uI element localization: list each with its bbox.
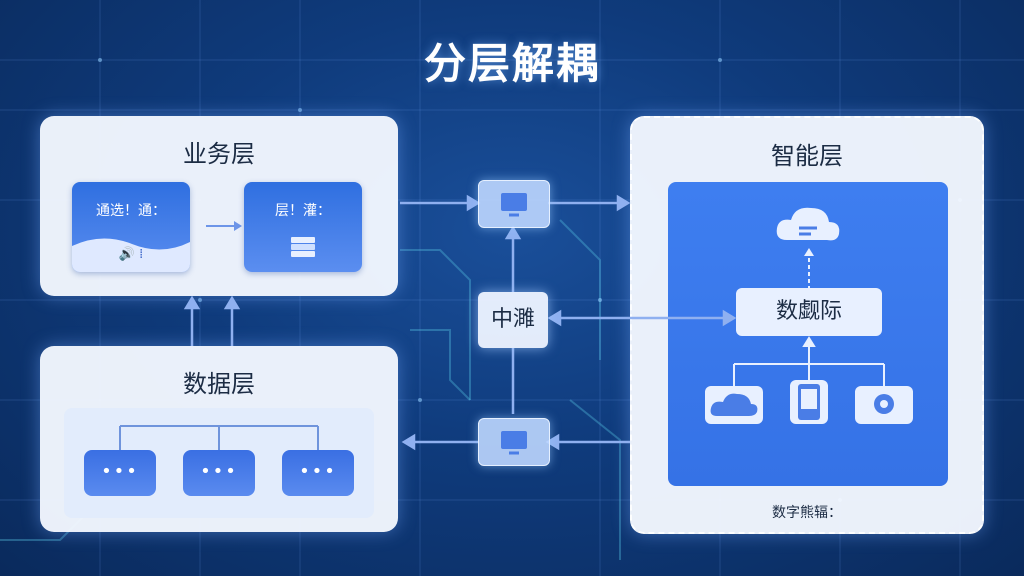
data-node-button[interactable]: •••	[84, 450, 156, 496]
device-connector-lines	[733, 336, 885, 386]
intelligence-layer-title: 智能层	[771, 142, 843, 170]
business-card-right-label: 层！灌：	[275, 203, 331, 219]
middle-label-node[interactable]: 中濉	[478, 292, 548, 348]
intelligence-layer-panel: 智能层 数觑际	[630, 116, 984, 534]
monitor-icon	[501, 431, 527, 455]
middle-top-node[interactable]	[478, 180, 550, 228]
data-layer-title: 数据层	[183, 370, 255, 398]
page-title: 分层解耦	[423, 39, 600, 88]
middle-bottom-node[interactable]	[478, 418, 550, 466]
sensor-device-icon[interactable]	[855, 386, 913, 424]
dashed-arrow-up	[804, 248, 814, 290]
compute-node[interactable]: 数觑际	[736, 288, 882, 336]
monitor-icon	[501, 193, 527, 217]
arrow-right-icon	[206, 221, 242, 231]
speaker-icon: 🔊 ⁞	[118, 247, 144, 262]
business-layer-title: 业务层	[183, 140, 255, 168]
business-card-left-label: 通选！通：	[96, 203, 166, 219]
cloud-icon	[776, 207, 840, 241]
business-card-left[interactable]: 通选！通： 🔊 ⁞	[72, 182, 190, 272]
business-layer-panel: 业务层 通选！通： 🔊 ⁞ 层！灌：	[40, 116, 398, 296]
data-node-button[interactable]: •••	[183, 450, 255, 496]
intelligence-footnote: 数字熊辐：	[772, 505, 842, 521]
wave-decoration	[72, 238, 190, 272]
data-layer-panel: 数据层 ••• ••• •••	[40, 346, 398, 532]
cloud-device-icon[interactable]	[705, 386, 763, 424]
intelligence-inner: 数觑际	[668, 182, 948, 486]
data-node-button[interactable]: •••	[282, 450, 354, 496]
phone-device-icon[interactable]	[790, 380, 828, 424]
stack-icon	[291, 237, 315, 257]
data-connector-lines	[119, 425, 319, 450]
business-card-right[interactable]: 层！灌：	[244, 182, 362, 272]
